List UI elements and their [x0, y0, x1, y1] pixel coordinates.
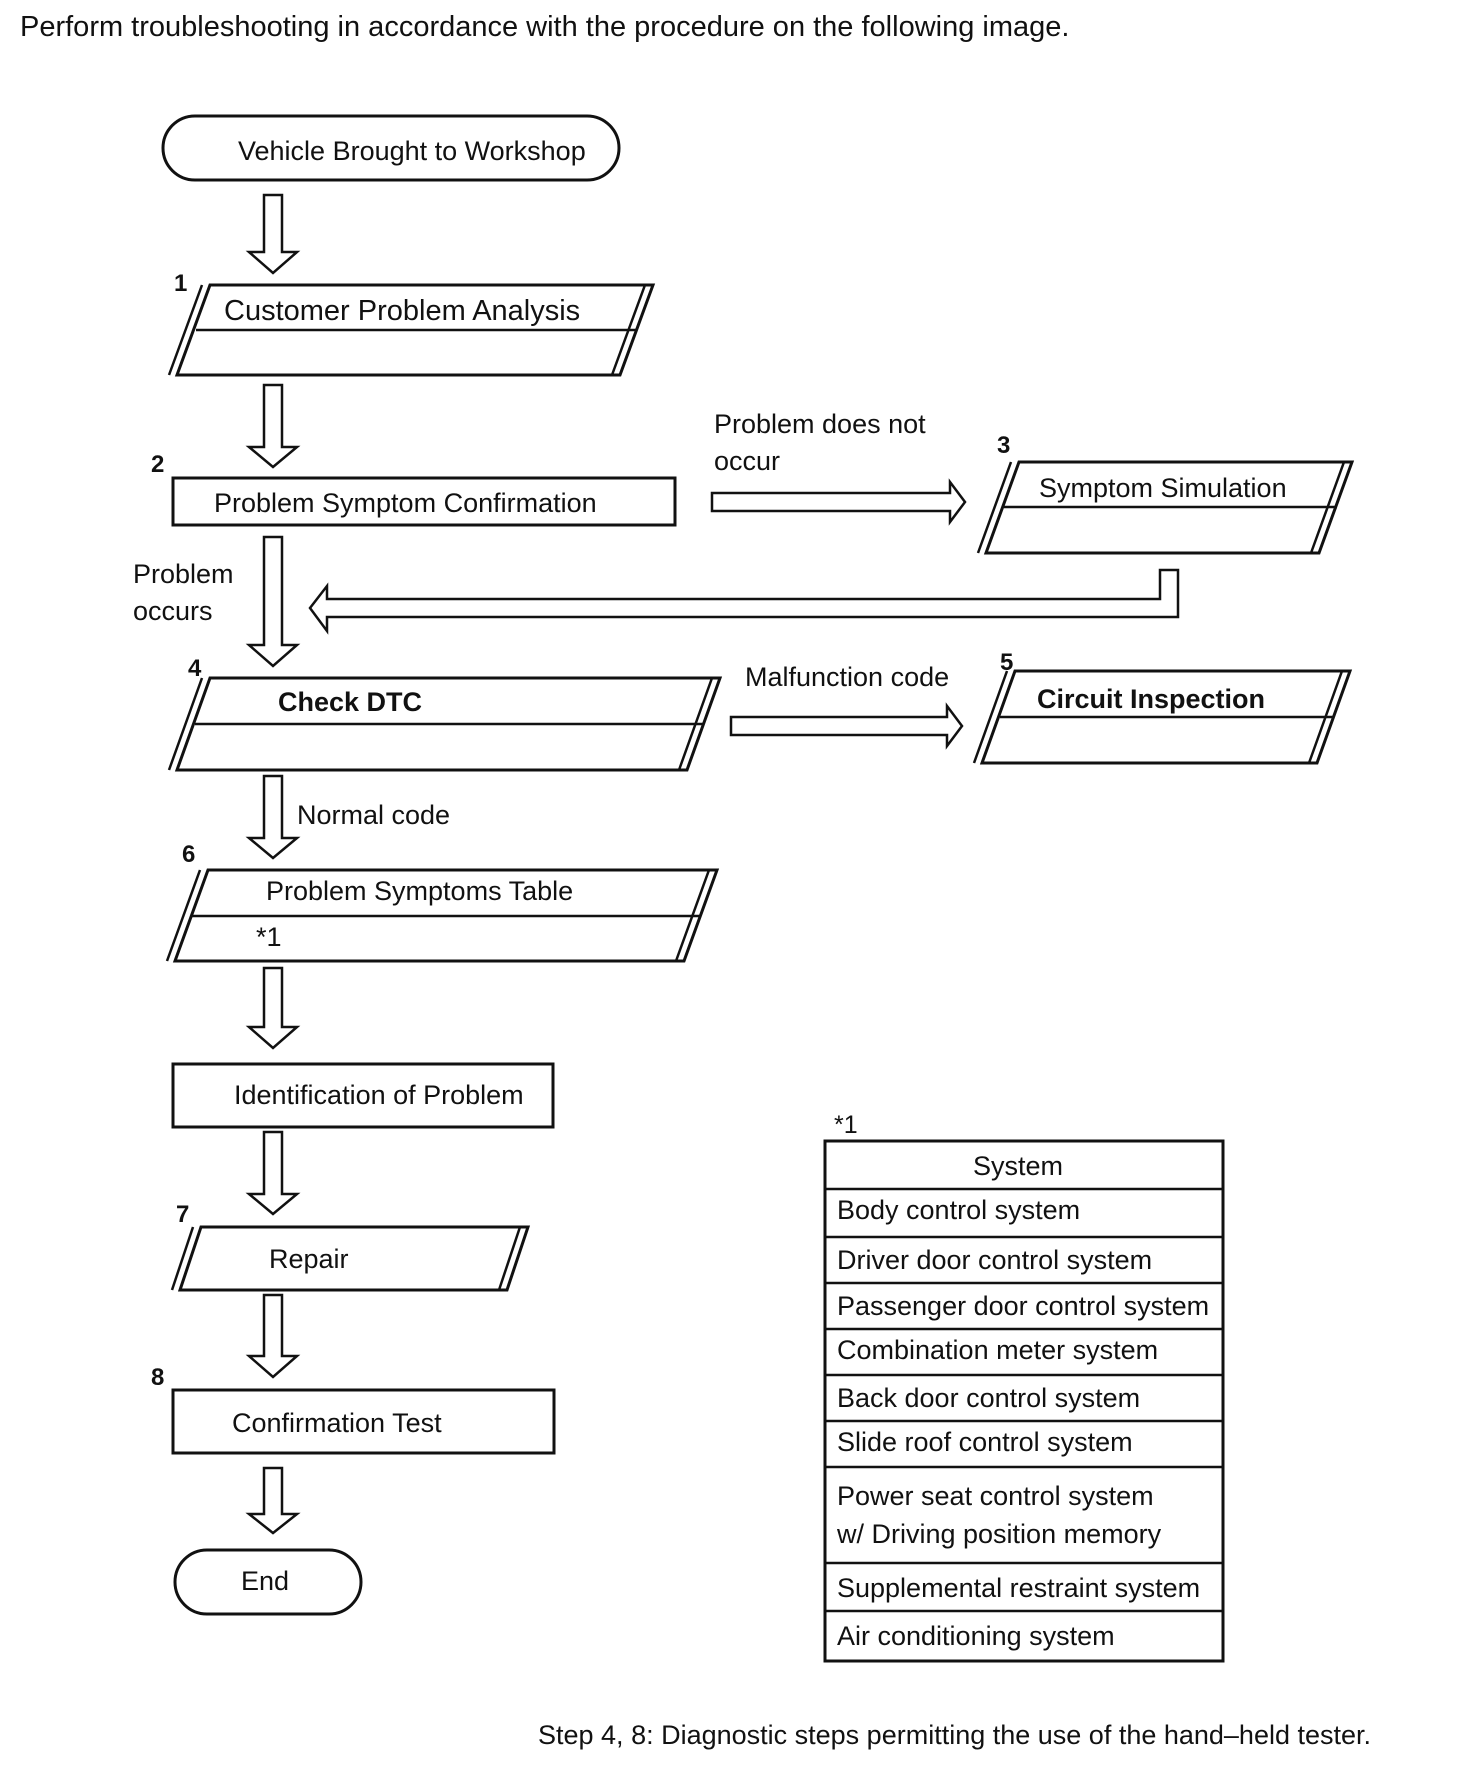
step-4-number: 4 [188, 655, 202, 682]
edge-label-normal: Normal code [297, 800, 450, 830]
step-5-number: 5 [1000, 649, 1013, 676]
table-row: Combination meter system [837, 1335, 1158, 1365]
table-row: Driver door control system [837, 1245, 1152, 1275]
table-row-continuation: w/ Driving position memory [836, 1519, 1162, 1549]
arrow-down-6-to-ident [245, 966, 301, 1050]
step-5-circuit-inspection: 5 Circuit Inspection [972, 649, 1353, 765]
edge-label-not-occur-1: Problem does not [714, 409, 926, 439]
step-1-label: Customer Problem Analysis [224, 295, 580, 327]
table-row: Back door control system [837, 1383, 1140, 1413]
table-header: System [973, 1151, 1063, 1181]
table-ref: *1 [834, 1111, 858, 1139]
arrow-down-1-to-2 [245, 383, 301, 469]
step-6-note: *1 [256, 922, 282, 952]
identification-label: Identification of Problem [234, 1080, 524, 1110]
step-3-label: Symptom Simulation [1039, 473, 1287, 503]
arrow-right-2-to-3 [710, 478, 967, 526]
step-1-number: 1 [174, 270, 187, 297]
table-row: Body control system [837, 1195, 1080, 1225]
table-row: Air conditioning system [837, 1621, 1115, 1651]
arrow-down-8-to-end [245, 1466, 301, 1535]
table-row: Slide roof control system [837, 1427, 1133, 1457]
systems-table: *1 System Body control system Driver doo… [823, 1111, 1225, 1663]
step-6-number: 6 [182, 841, 195, 868]
arrow-down-7-to-8 [245, 1293, 301, 1379]
step-2-problem-symptom-confirmation: 2 Problem Symptom Confirmation [151, 451, 677, 527]
step-7-repair: 7 Repair [170, 1201, 531, 1292]
step-5-label: Circuit Inspection [1037, 684, 1265, 714]
end-label: End [241, 1566, 289, 1596]
edge-label-malfunction: Malfunction code [745, 662, 949, 692]
table-row: Supplemental restraint system [837, 1573, 1200, 1603]
step-6-problem-symptoms-table: 6 Problem Symptoms Table *1 [165, 841, 720, 963]
edge-label-occurs-1: Problem [133, 559, 234, 589]
step-7-number: 7 [176, 1201, 189, 1228]
start-label: Vehicle Brought to Workshop [238, 136, 586, 166]
edge-label-not-occur-2: occur [714, 446, 780, 476]
arrow-down-2-to-4 [245, 535, 301, 668]
step-7-label: Repair [269, 1244, 349, 1274]
arrow-down-start-to-1 [245, 193, 301, 275]
step-3-symptom-simulation: 3 Symptom Simulation [976, 432, 1355, 555]
step-8-number: 8 [151, 1364, 164, 1391]
step-8-confirmation-test: 8 Confirmation Test [151, 1364, 556, 1455]
arrow-down-ident-to-7 [245, 1130, 301, 1216]
arrow-return-3-to-4 [308, 568, 1180, 635]
table-row: Power seat control system [837, 1481, 1154, 1511]
step-4-label: Check DTC [278, 687, 422, 717]
step-1-customer-problem-analysis: 1 Customer Problem Analysis [167, 270, 656, 377]
step-3-number: 3 [997, 432, 1010, 459]
edge-label-occurs-2: occurs [133, 596, 213, 626]
arrow-down-4-to-6 [245, 774, 301, 860]
step-8-label: Confirmation Test [232, 1408, 442, 1438]
identification-of-problem: Identification of Problem [171, 1062, 555, 1129]
table-row: Passenger door control system [837, 1291, 1209, 1321]
step-6-label: Problem Symptoms Table [266, 876, 573, 906]
end-terminator: End [173, 1548, 363, 1616]
intro-text: Perform troubleshooting in accordance wi… [20, 11, 1069, 43]
step-2-number: 2 [151, 451, 164, 478]
arrow-right-4-to-5 [729, 702, 964, 750]
footnote-text: Step 4, 8: Diagnostic steps permitting t… [538, 1720, 1371, 1750]
step-2-label: Problem Symptom Confirmation [214, 488, 597, 518]
step-4-check-dtc: 4 Check DTC [167, 655, 723, 772]
start-terminator: Vehicle Brought to Workshop [161, 114, 621, 182]
